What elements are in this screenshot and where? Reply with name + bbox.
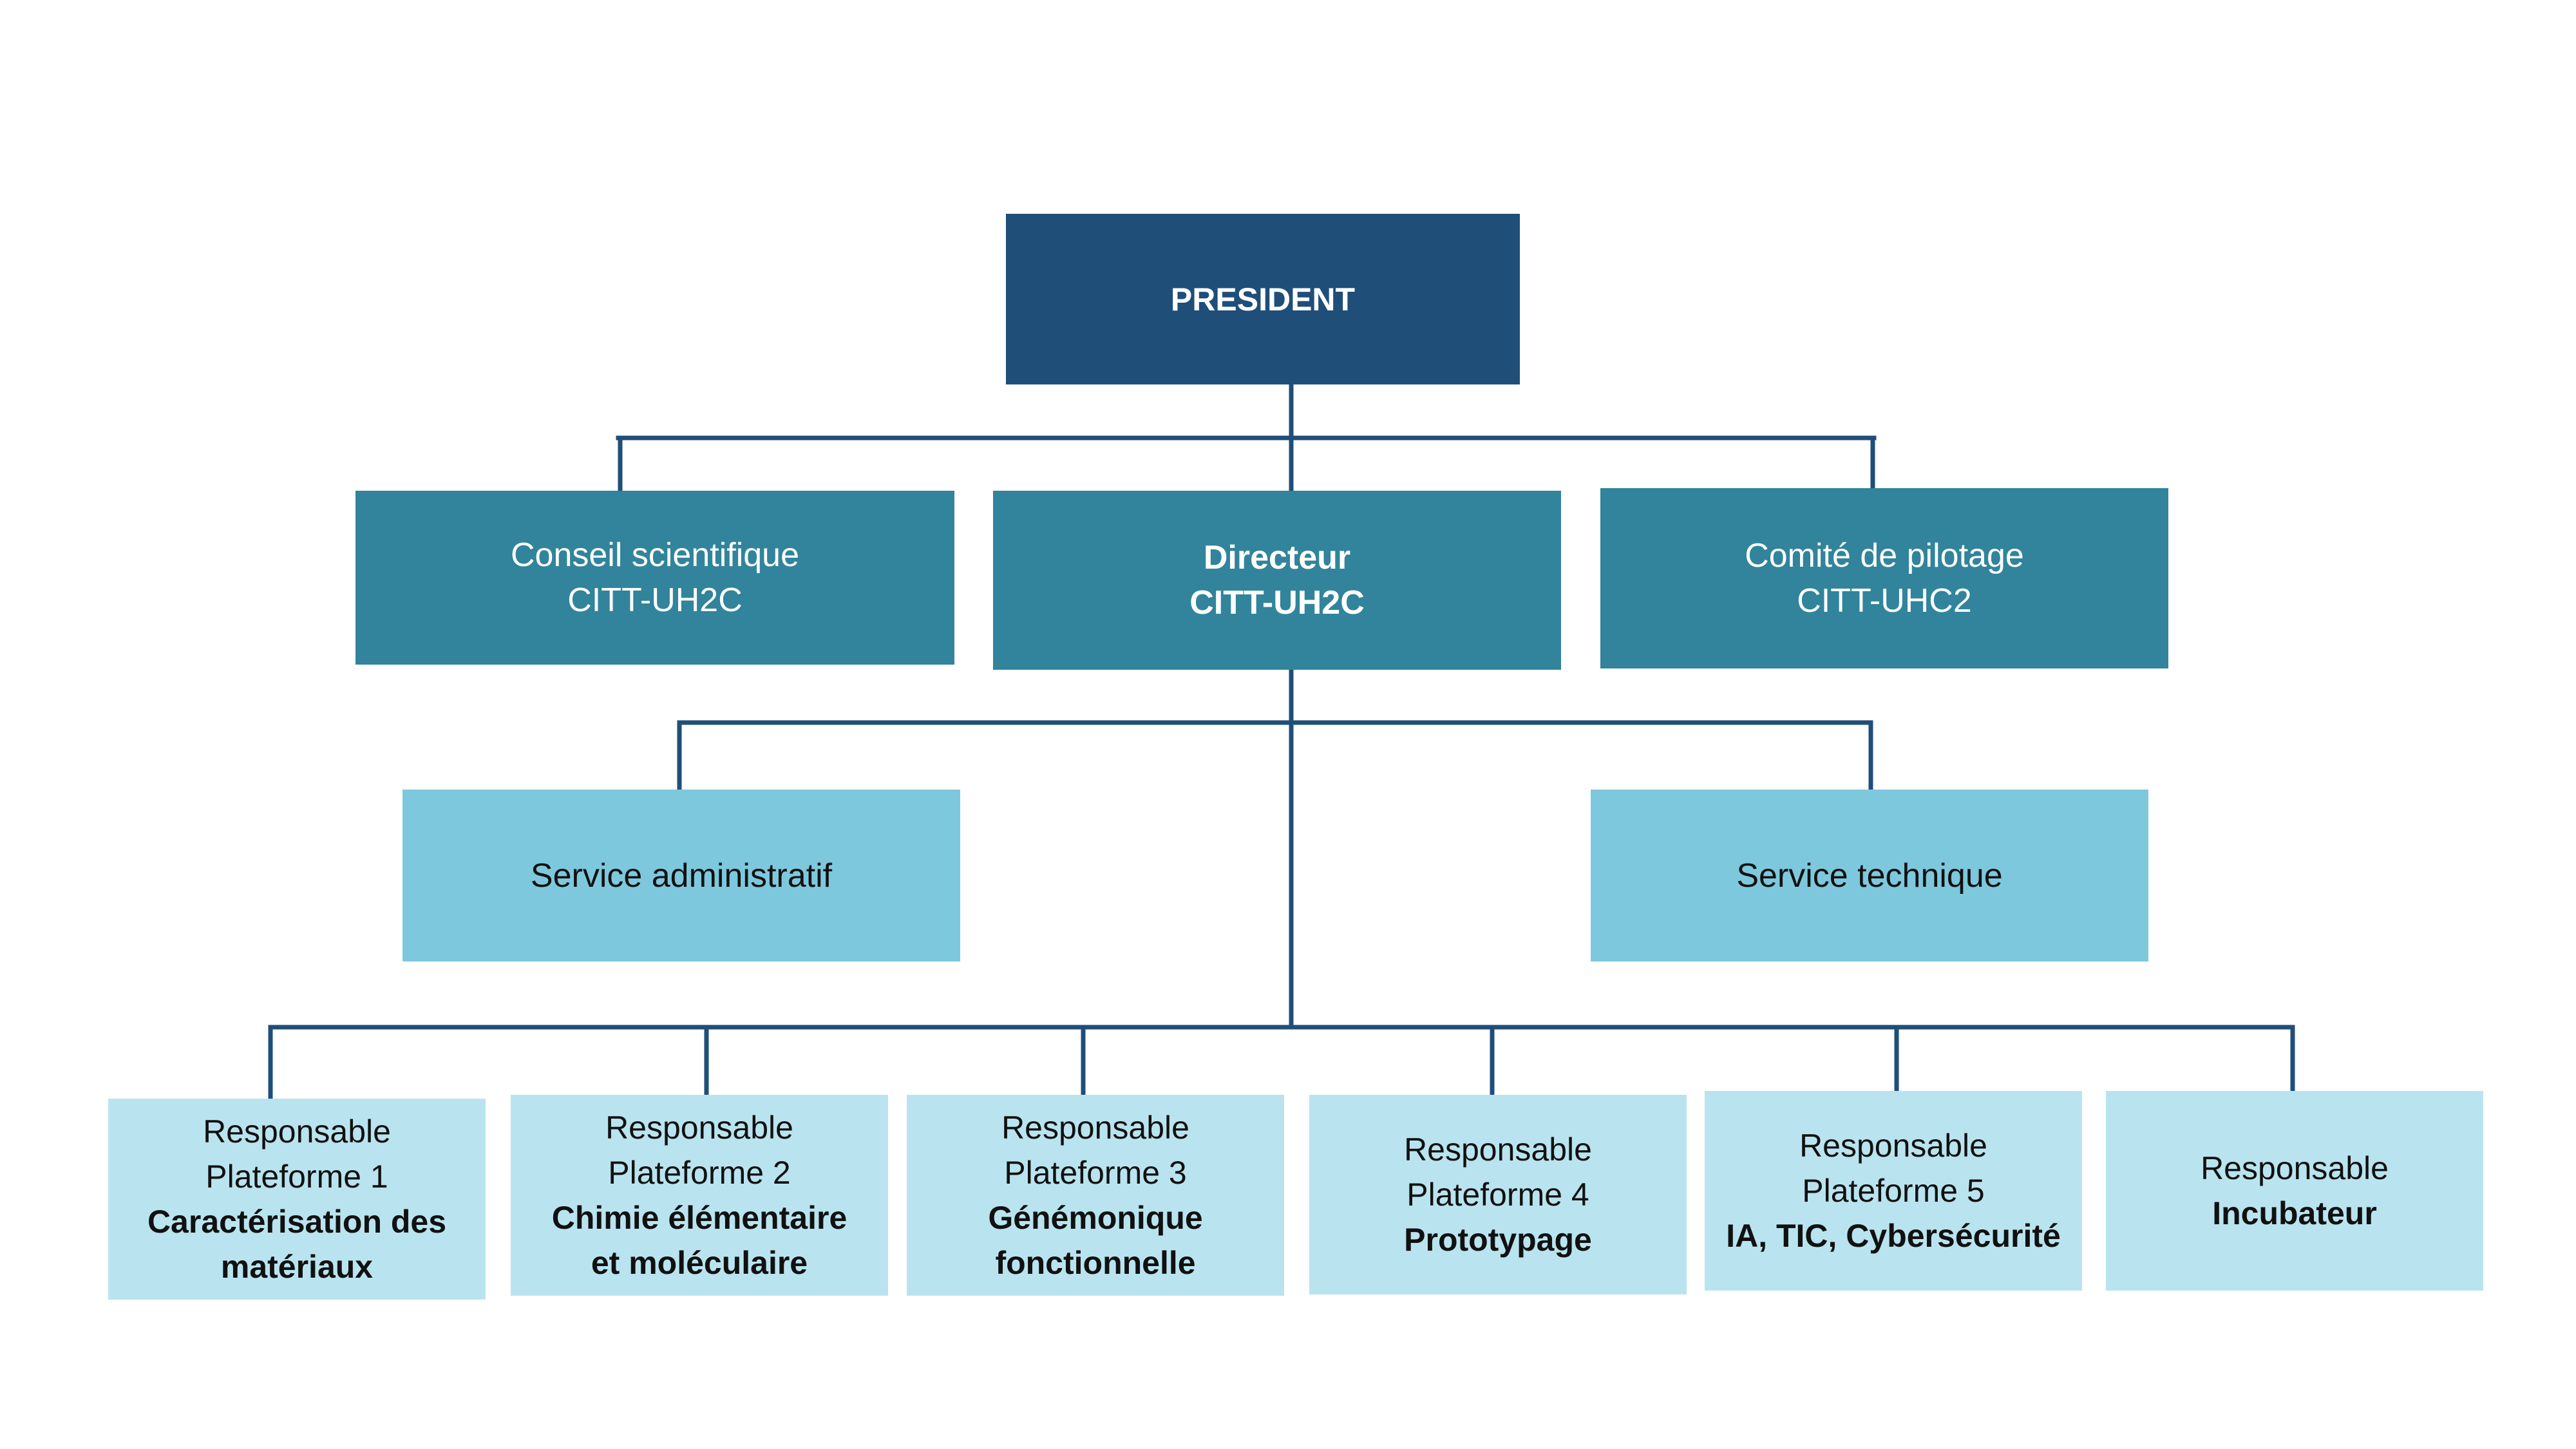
- platform-3-box: Responsable Plateforme 3 Génémonique fon…: [907, 1095, 1284, 1296]
- comite-pilotage-box: Comité de pilotage CITT-UHC2: [1600, 488, 2168, 668]
- service-administratif-box: Service administratif: [402, 790, 960, 961]
- directeur-line2: CITT-UH2C: [1189, 584, 1365, 621]
- conseil-line1: Conseil scientifique: [510, 536, 800, 574]
- platform-4-line1: Responsable: [1404, 1132, 1592, 1168]
- platform-5-line2: Plateforme 5: [1802, 1173, 1985, 1209]
- comite-line1: Comité de pilotage: [1745, 537, 2024, 574]
- conseil-line2: CITT-UH2C: [567, 582, 743, 619]
- platform-2-bold2: et moléculaire: [591, 1245, 808, 1281]
- platform-3-line2: Plateforme 3: [1004, 1155, 1187, 1191]
- platform-5-bold1: IA, TIC, Cybersécurité: [1726, 1218, 2061, 1254]
- incubateur-line1: Responsable: [2201, 1150, 2389, 1186]
- incubateur-bold1: Incubateur: [2212, 1195, 2377, 1231]
- platform-4-bold1: Prototypage: [1404, 1222, 1592, 1258]
- directeur-line1: Directeur: [1203, 539, 1351, 576]
- platform-2-bold1: Chimie élémentaire: [551, 1200, 848, 1236]
- president-box: PRESIDENT: [1006, 214, 1520, 384]
- president-label: PRESIDENT: [1170, 281, 1356, 317]
- platform-2-line1: Responsable: [605, 1110, 793, 1146]
- platform-4-box: Responsable Plateforme 4 Prototypage: [1309, 1095, 1687, 1294]
- service-tech-label: Service technique: [1736, 857, 2003, 895]
- platform-3-line1: Responsable: [1001, 1110, 1189, 1146]
- service-technique-box: Service technique: [1591, 790, 2148, 961]
- service-admin-label: Service administratif: [530, 857, 833, 895]
- comite-line2: CITT-UHC2: [1797, 582, 1972, 620]
- platform-5-line1: Responsable: [1799, 1128, 1987, 1164]
- platform-1-bold2: matériaux: [220, 1249, 374, 1285]
- platform-4-line2: Plateforme 4: [1406, 1177, 1589, 1213]
- conseil-scientifique-box: Conseil scientifique CITT-UH2C: [355, 491, 954, 665]
- platform-3-bold1: Génémonique: [988, 1200, 1203, 1236]
- incubateur-box: Responsable Incubateur: [2106, 1091, 2483, 1291]
- platform-1-box: Responsable Plateforme 1 Caractérisation…: [108, 1099, 486, 1300]
- platform-2-line2: Plateforme 2: [608, 1155, 791, 1191]
- platform-1-bold1: Caractérisation des: [147, 1204, 447, 1240]
- directeur-box: Directeur CITT-UH2C: [993, 491, 1561, 670]
- platform-5-box: Responsable Plateforme 5 IA, TIC, Cybers…: [1705, 1091, 2082, 1291]
- platform-1-line1: Responsable: [203, 1113, 391, 1150]
- platform-1-line2: Plateforme 1: [205, 1159, 388, 1195]
- platform-2-box: Responsable Plateforme 2 Chimie élémenta…: [511, 1095, 888, 1296]
- platform-3-bold2: fonctionnelle: [995, 1245, 1196, 1281]
